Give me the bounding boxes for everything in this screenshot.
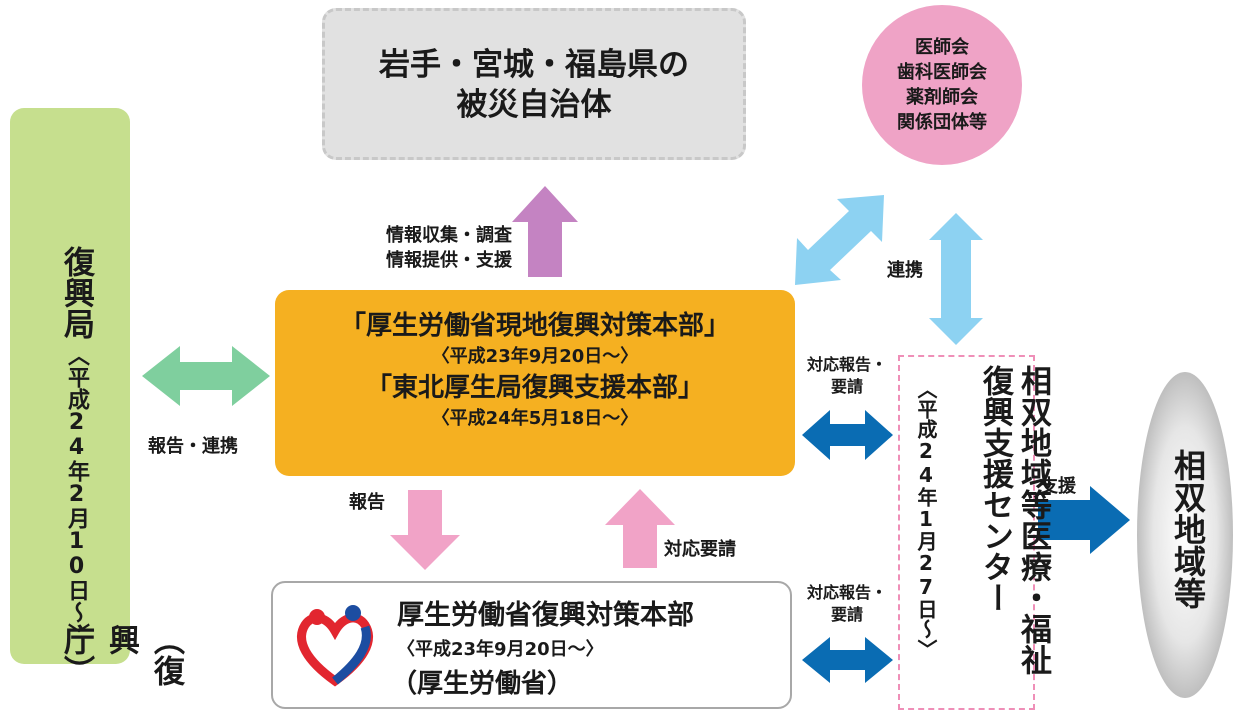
main-office-name2: 「東北厚生局復興支援本部」	[365, 373, 704, 403]
souso-area: 相双地域等	[1143, 375, 1228, 695]
info-collection-arrow	[512, 186, 578, 277]
support-arrow	[1038, 486, 1130, 554]
info-label-line1: 情報収集・調査	[386, 225, 512, 246]
municipalities-line2: 被災自治体	[456, 87, 612, 123]
ministry-center-arrow	[802, 637, 893, 683]
souso-center-name: 相双地域等医療・福祉復興支援センター	[977, 365, 1051, 675]
report-arrow	[390, 490, 460, 570]
souso-area-name: 相双地域等	[1169, 449, 1207, 609]
main-office-date2: 〈平成24年5月18日〜〉	[431, 408, 639, 429]
main-office-date1: 〈平成23年9月20日〜〉	[431, 346, 639, 367]
report-link-arrow	[142, 346, 270, 406]
ministry-office-box: 厚生労働省復興対策本部 〈平成23年9月20日〜〉 （厚生労働省）	[271, 581, 792, 709]
main-office-name1: 「厚生労働省現地復興対策本部」	[339, 311, 730, 341]
souso-area-shape	[1137, 372, 1233, 698]
response-report-line1: 対応報告・	[806, 355, 887, 374]
response-report-line1: 対応報告・	[806, 583, 887, 602]
response-report-label-bottom: 対応報告・ 要請	[795, 582, 899, 626]
association-item: 薬剤師会	[906, 87, 978, 108]
association-item: 関係団体等	[897, 112, 987, 133]
association-item: 医師会	[915, 37, 969, 58]
reconstruction-agency-date: 〈平成24年2月10日〜〉	[64, 344, 89, 645]
ministry-office-title: 厚生労働省復興対策本部	[397, 600, 694, 631]
info-label-line2: 情報提供・支援	[386, 250, 512, 271]
ministry-office-date: 〈平成23年9月20日〜〉	[397, 639, 604, 660]
support-label: 支援	[1040, 476, 1076, 497]
link-label: 連携	[887, 260, 923, 281]
response-report-line2: 要請	[830, 377, 863, 396]
souso-center-date: 〈平成24年1月27日〜〉	[914, 379, 938, 659]
mhlw-logo-icon	[297, 605, 373, 687]
response-report-line2: 要請	[830, 605, 863, 624]
affected-municipalities-box: 岩手・宮城・福島県の 被災自治体	[322, 8, 746, 160]
municipalities-line1: 岩手・宮城・福島県の	[379, 47, 689, 83]
reconstruction-agency-name: 復興局	[58, 246, 94, 339]
response-request-label: 対応要請	[664, 539, 736, 560]
souso-center-box: 相双地域等医療・福祉復興支援センター 〈平成24年1月27日〜〉	[898, 355, 1051, 710]
reconstruction-agency-successor: （復興庁）	[58, 624, 184, 686]
associations-circle: 医師会 歯科医師会 薬剤師会 関係団体等	[862, 5, 1022, 165]
link-vertical-arrow	[929, 213, 983, 345]
response-request-arrow	[605, 489, 675, 568]
reconstruction-agency-box: 復興局 〈平成24年2月10日〜〉 （復興庁）	[10, 108, 184, 686]
report-label: 報告	[349, 492, 385, 513]
association-item: 歯科医師会	[897, 62, 987, 83]
report-link-label: 報告・連携	[148, 436, 238, 457]
link-diagonal-arrow	[795, 195, 884, 285]
main-center-arrow	[802, 410, 893, 460]
main-office-box: 「厚生労働省現地復興対策本部」 〈平成23年9月20日〜〉 「東北厚生局復興支援…	[275, 290, 795, 476]
response-report-label-top: 対応報告・ 要請	[795, 354, 899, 398]
ministry-office-org: （厚生労働省）	[391, 669, 574, 699]
info-label: 情報収集・調査 情報提供・支援	[332, 223, 512, 273]
